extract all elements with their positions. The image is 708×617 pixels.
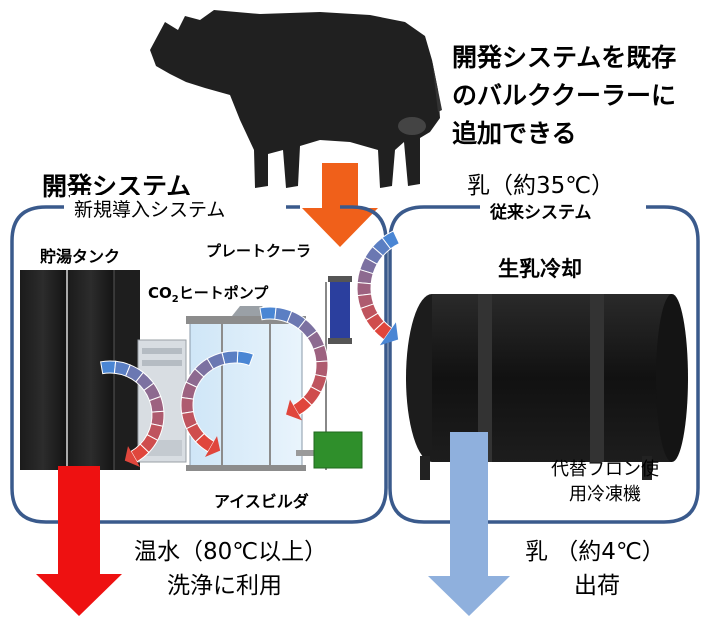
heat-pump-label-sub: 2: [171, 294, 179, 305]
plate-cooler-label: プレートクーラ: [206, 242, 312, 260]
milk-transfer-arc-segment: [373, 320, 393, 341]
conventional-system-frame: [388, 205, 700, 524]
heat-pump-label: CO2ヒートポンプ: [148, 282, 268, 305]
plate-cooler-cycle-arc-arrowhead: [286, 399, 302, 421]
ice-builder-label: アイスビルダ: [214, 492, 309, 511]
milk-in-label: 乳（約35℃）: [467, 173, 615, 199]
plate-cooler-cycle-arc-segment: [292, 396, 313, 416]
heat-pump-label-prefix: CO: [148, 284, 172, 302]
milk-out-label-line-2: 出荷: [574, 573, 620, 599]
header-line-3: 追加できる: [452, 119, 577, 148]
conventional-system-title: 従来システム: [484, 198, 598, 223]
tank-cycle-arc: [100, 360, 165, 467]
milk-out-arrow: [428, 432, 510, 616]
hot-water-label-line-2: 洗浄に利用: [167, 573, 282, 599]
refrigerator-label-line-2: 用冷凍機: [569, 484, 641, 505]
heat-pump-label-rest: ヒートポンプ: [178, 284, 269, 302]
hot-water-arrow: [36, 466, 122, 616]
plate-cooler-cycle-arc: [259, 306, 329, 421]
milk-in-arrow: [302, 163, 378, 247]
heat-pump-cycle-arc-segment: [194, 432, 215, 453]
milk-transfer-arc: [356, 230, 400, 346]
pump-box-image: [313, 431, 363, 469]
plate-cooler-cycle-arc-segment: [259, 306, 277, 321]
header-line-1: 開発システムを既存: [452, 43, 677, 72]
header-line-2: のバルククーラーに: [452, 81, 677, 110]
heat-pump-cycle-arc: [180, 350, 255, 457]
milk-transfer-arc-arrowhead: [379, 322, 399, 346]
tank-cycle-arc-segment: [130, 443, 150, 463]
cow-silhouette: [150, 10, 442, 188]
dev-system-frame: [10, 205, 388, 524]
dev-system-subtitle: 新規導入システム: [70, 195, 230, 222]
tank-cycle-arc-segment: [100, 360, 117, 375]
milk-out-label-line-1: 乳 （約4℃）: [525, 539, 665, 565]
milk-transfer-arc-segment: [356, 281, 372, 297]
refrigerator-label-line-1: 代替フロン使: [551, 459, 659, 480]
milk-cooling-label: 生乳冷却: [498, 257, 582, 281]
tank-cycle-arc-arrowhead: [124, 446, 140, 467]
bulk-cooler-image: [406, 294, 688, 480]
heat-pump-cycle-arc-segment: [180, 396, 195, 415]
heat-pump-cycle-arc-arrowhead: [205, 436, 221, 457]
hot-water-tank-label: 貯湯タンク: [40, 247, 121, 266]
hot-water-label-line-1: 温水（80℃以上）: [134, 539, 328, 565]
